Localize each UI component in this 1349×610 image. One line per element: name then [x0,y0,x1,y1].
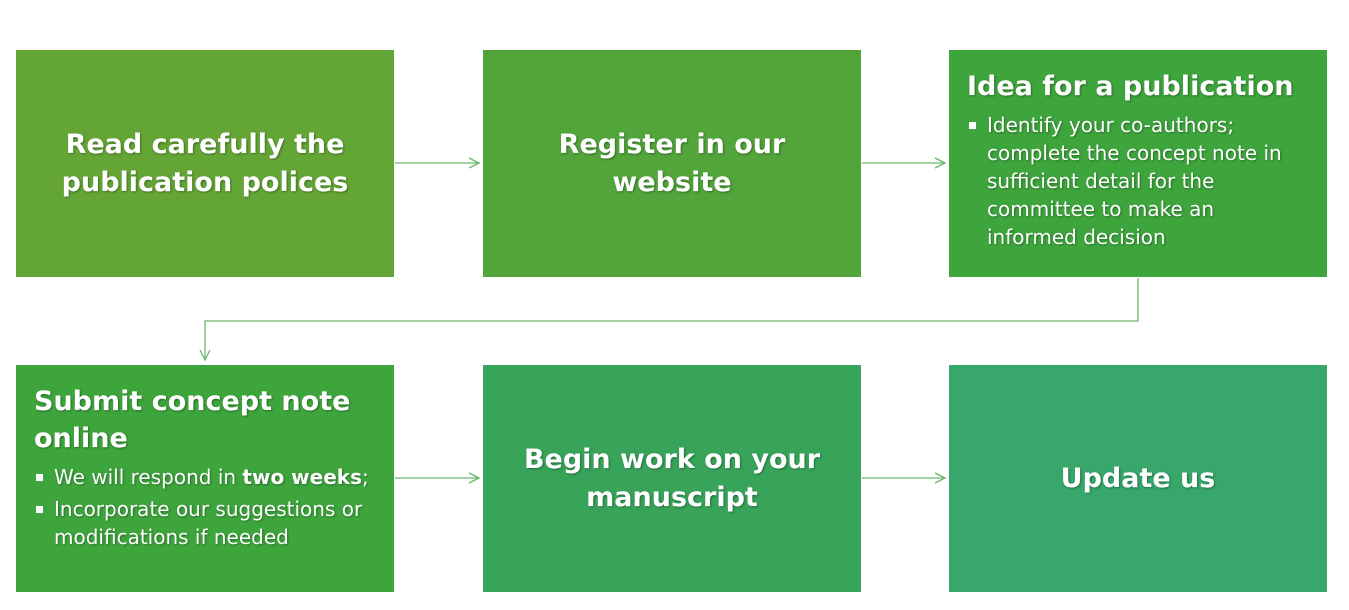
step-bullet-list: Identify your co-authors; complete the c… [967,111,1309,251]
arrow-3-to-4 [205,278,1139,360]
step-title: Begin work on your manuscript [523,443,821,513]
bullet-text: Identify your co-authors; complete the c… [987,113,1282,249]
step-read-policies: Read carefully the publication polices [16,50,394,277]
step-title: Update us [1060,462,1216,494]
step-register: Register in our website [483,50,861,277]
bullet-text-after: ; [361,465,369,489]
step-update-us: Update us [949,365,1327,592]
step-begin-work: Begin work on your manuscript [483,365,861,592]
square-bullet-icon [969,122,976,129]
square-bullet-icon [36,506,43,513]
bullet-text: Incorporate our suggestions or modificat… [54,497,363,549]
bullet-item: Identify your co-authors; complete the c… [967,111,1309,251]
step-title: Read carefully the publication polices [61,128,349,198]
step-submit-concept-note: Submit concept note online We will respo… [16,365,394,592]
bullet-text-before: We will respond in [54,465,243,489]
step-idea: Idea for a publication Identify your co-… [949,50,1327,277]
step-title: Submit concept note online [34,386,351,454]
square-bullet-icon [36,474,43,481]
step-title: Register in our website [558,128,786,198]
step-bullet-list: We will respond in two weeks; Incorporat… [34,463,376,551]
bullet-text-bold: two weeks [242,465,362,489]
step-title: Idea for a publication [967,71,1294,102]
bullet-item: We will respond in two weeks; [34,463,376,491]
bullet-item: Incorporate our suggestions or modificat… [34,495,376,551]
